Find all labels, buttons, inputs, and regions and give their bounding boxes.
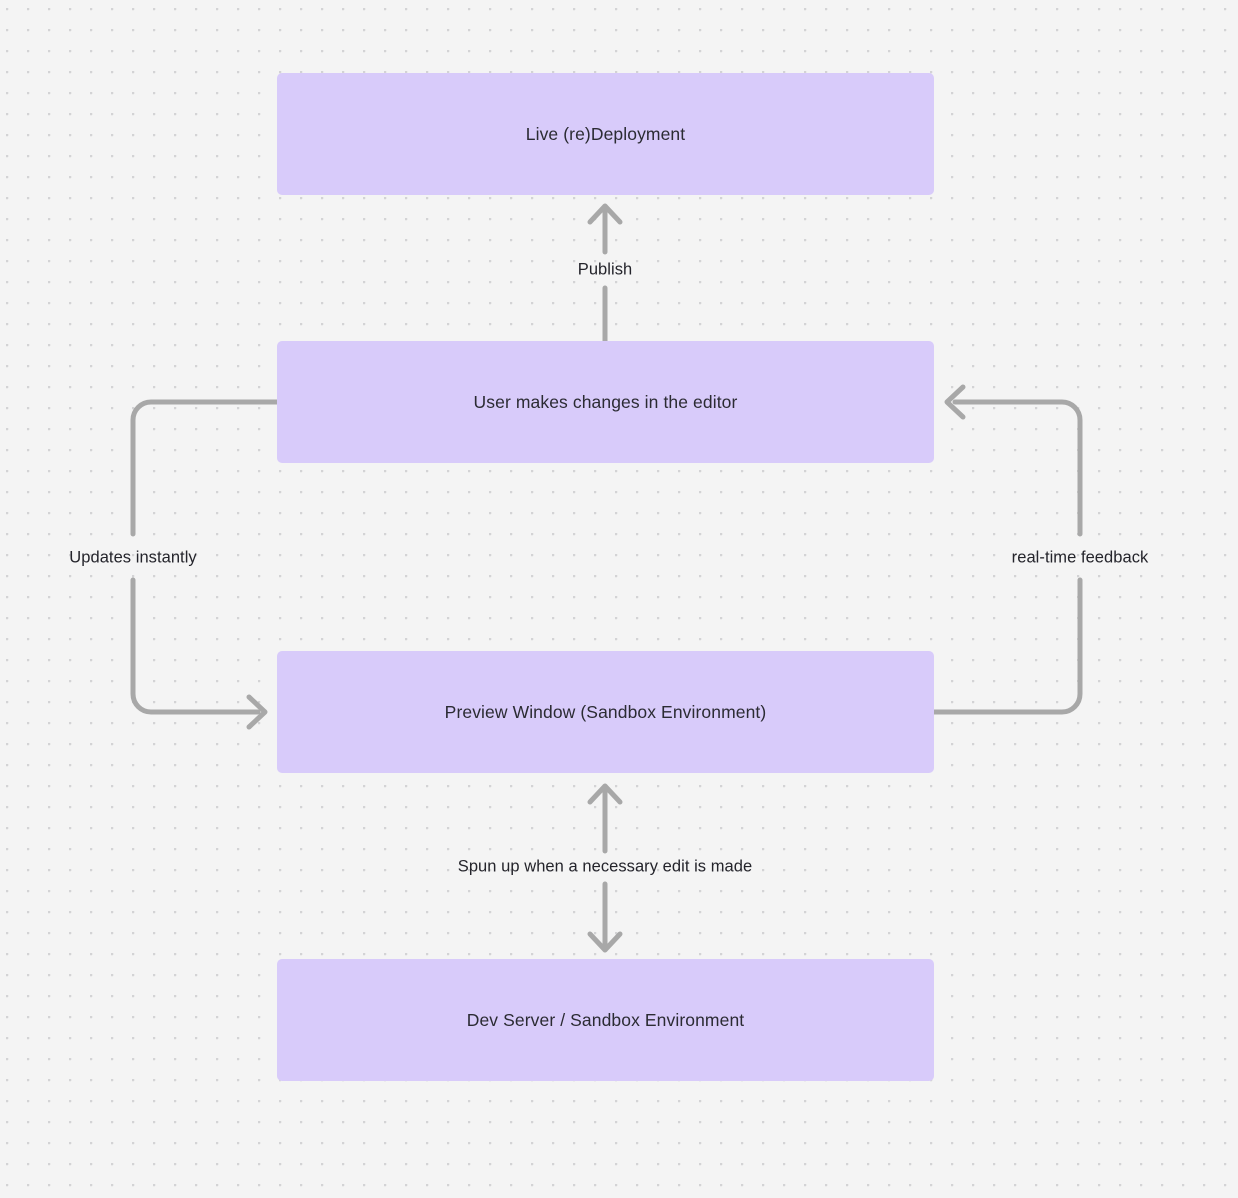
node-preview-window-label: Preview Window (Sandbox Environment) bbox=[444, 701, 767, 722]
node-live-deployment-label: Live (re)Deployment bbox=[525, 123, 686, 144]
node-dev-server-label: Dev Server / Sandbox Environment bbox=[466, 1009, 745, 1030]
node-user-edits[interactable]: User makes changes in the editor bbox=[277, 341, 934, 463]
node-live-deployment[interactable]: Live (re)Deployment bbox=[277, 73, 934, 195]
edge-label-real-time-feedback: real-time feedback bbox=[1011, 548, 1149, 567]
node-preview-window[interactable]: Preview Window (Sandbox Environment) bbox=[277, 651, 934, 773]
edge-label-spun-up: Spun up when a necessary edit is made bbox=[457, 857, 753, 876]
edge-label-publish: Publish bbox=[577, 260, 633, 279]
node-user-edits-label: User makes changes in the editor bbox=[473, 391, 738, 412]
edge-label-updates-instantly: Updates instantly bbox=[69, 548, 197, 567]
node-dev-server[interactable]: Dev Server / Sandbox Environment bbox=[277, 959, 934, 1081]
